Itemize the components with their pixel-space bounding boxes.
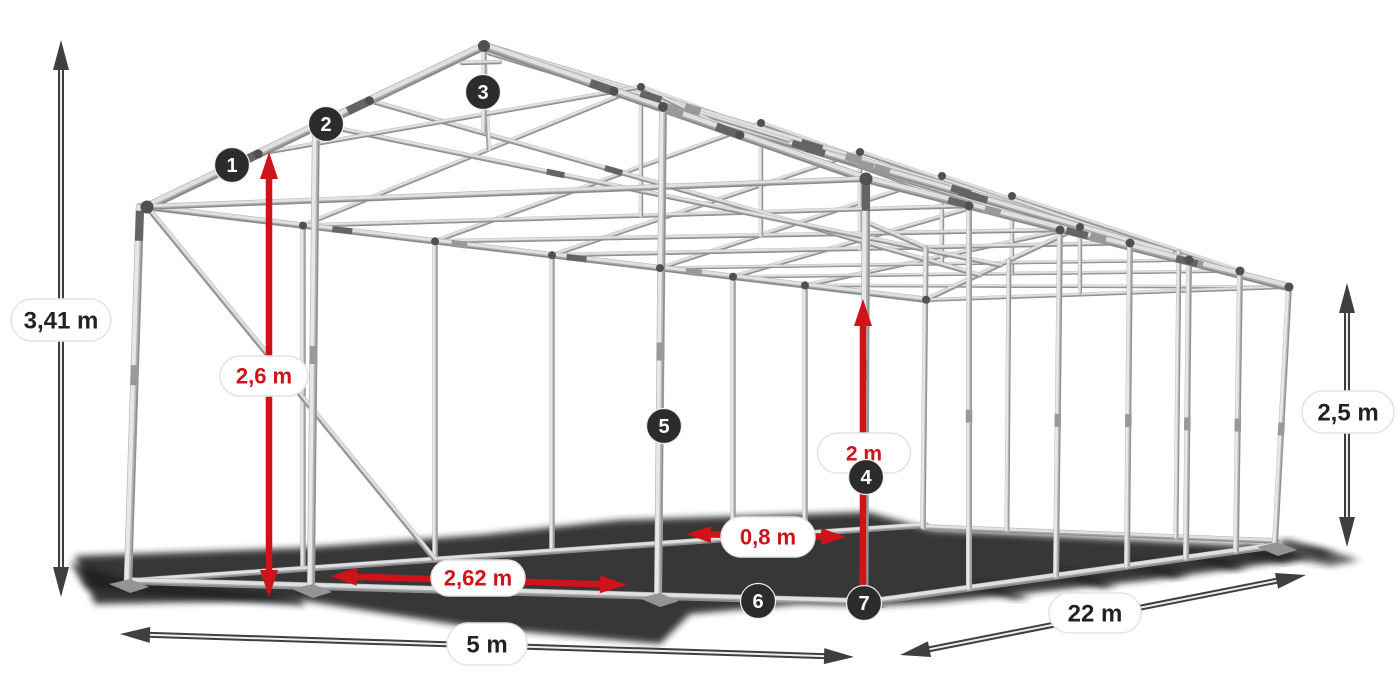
svg-text:2 m: 2 m	[846, 442, 882, 465]
svg-text:5 m: 5 m	[466, 631, 507, 658]
svg-text:7: 7	[858, 593, 869, 615]
svg-text:3: 3	[477, 82, 488, 104]
svg-text:6: 6	[752, 591, 763, 613]
svg-text:2,6 m: 2,6 m	[236, 364, 292, 389]
svg-text:5: 5	[658, 416, 669, 438]
svg-text:1: 1	[226, 155, 237, 177]
svg-text:22 m: 22 m	[1068, 600, 1123, 627]
svg-text:2: 2	[320, 114, 331, 136]
svg-text:0,8 m: 0,8 m	[740, 525, 796, 550]
svg-text:2,62 m: 2,62 m	[444, 566, 513, 591]
svg-text:2,5 m: 2,5 m	[1317, 399, 1378, 426]
svg-text:4: 4	[860, 467, 872, 489]
svg-text:3,41 m: 3,41 m	[24, 307, 99, 334]
